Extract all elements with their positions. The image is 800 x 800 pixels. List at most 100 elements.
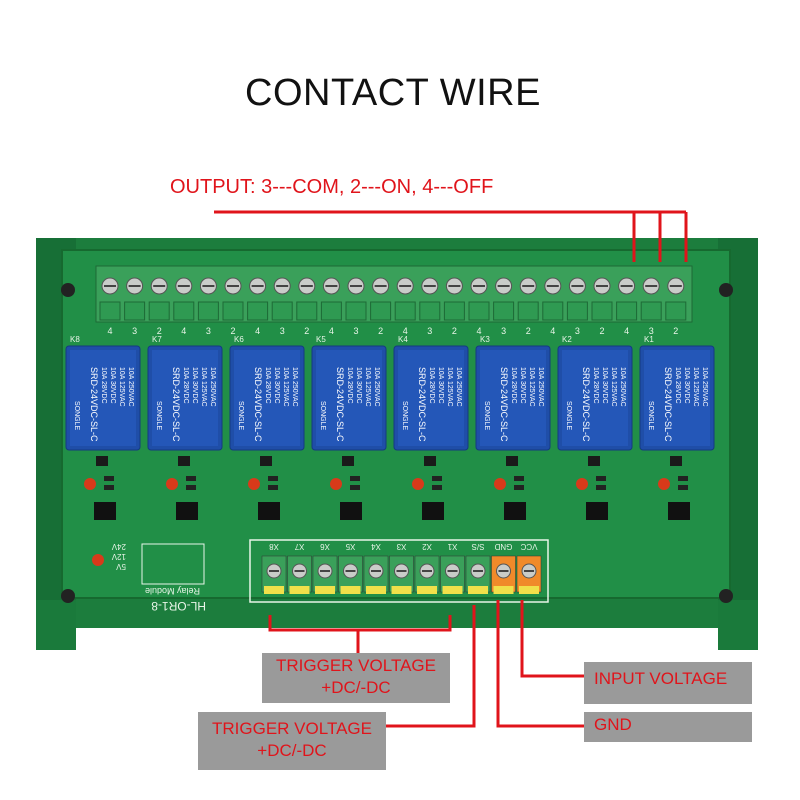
gnd-label: GND bbox=[594, 715, 632, 734]
relay-label: K6 bbox=[234, 335, 244, 344]
input-voltage-label: INPUT VOLTAGE bbox=[594, 669, 728, 688]
relay-model: SRD-24VDC-SL-C bbox=[417, 367, 427, 442]
page-title: CONTACT WIRE bbox=[245, 72, 541, 114]
pin-number: 2 bbox=[452, 326, 457, 336]
input-voltage-box: INPUT VOLTAGE bbox=[584, 662, 752, 704]
pin-number: 3 bbox=[132, 326, 137, 336]
pin-number: 2 bbox=[304, 326, 309, 336]
channel-led bbox=[412, 478, 424, 490]
relay-rating: 10A 28VDC bbox=[592, 367, 599, 404]
input-screw-terminal bbox=[287, 555, 312, 594]
relay-model: SRD-24VDC-SL-C bbox=[335, 367, 345, 442]
channel-led bbox=[248, 478, 260, 490]
pin-number: 4 bbox=[476, 326, 481, 336]
svg-text:12V: 12V bbox=[111, 552, 126, 561]
pin-number: 4 bbox=[550, 326, 555, 336]
relay-rating: 10A 250VAC bbox=[701, 367, 708, 407]
gnd-box: GND bbox=[584, 712, 752, 742]
input-label: X2 bbox=[422, 542, 432, 551]
svg-text:24V: 24V bbox=[111, 542, 126, 551]
relay-rating: 10A 250VAC bbox=[537, 367, 544, 407]
input-label: X5 bbox=[345, 542, 355, 551]
input-screw-terminal bbox=[414, 555, 440, 594]
output-screw-terminal bbox=[493, 277, 515, 321]
output-screw-terminal bbox=[173, 277, 195, 321]
output-screw-terminal bbox=[370, 277, 392, 321]
input-screw-terminal bbox=[338, 555, 363, 594]
relay-brand: SONGLE bbox=[73, 401, 80, 431]
pin-number: 3 bbox=[280, 326, 285, 336]
relay-model: SRD-24VDC-SL-C bbox=[581, 367, 591, 442]
pin-number: 4 bbox=[181, 326, 186, 336]
input-label: X7 bbox=[294, 542, 304, 551]
relay-rating: 10A 125VAC bbox=[528, 367, 535, 407]
relay-label: K8 bbox=[70, 335, 80, 344]
relay-rating: 10A 125VAC bbox=[364, 367, 371, 407]
output-screw-terminal bbox=[247, 277, 269, 321]
output-pinout-label: OUTPUT: 3---COM, 2---ON, 4---OFF bbox=[170, 176, 494, 198]
relay-rating: 10A 28VDC bbox=[100, 367, 107, 404]
channel-driver bbox=[412, 456, 444, 520]
optocoupler bbox=[504, 502, 526, 520]
input-label: X4 bbox=[371, 542, 381, 551]
relay-rating: 10A 28VDC bbox=[510, 367, 517, 404]
input-label: GND bbox=[494, 542, 512, 551]
relay-rating: 10A 30VDC bbox=[109, 367, 116, 404]
input-terminal-outline bbox=[249, 539, 549, 603]
pin-number: 4 bbox=[624, 326, 629, 336]
output-screw-terminal bbox=[124, 277, 146, 321]
mounting-holes bbox=[61, 283, 733, 603]
channel-driver bbox=[494, 456, 526, 520]
wiring-lines bbox=[214, 210, 688, 728]
relay-brand: SONGLE bbox=[155, 401, 162, 431]
channel-led bbox=[166, 478, 178, 490]
pin-number: 4 bbox=[107, 326, 112, 336]
power-screw-terminal bbox=[516, 555, 542, 594]
channel-driver bbox=[84, 456, 116, 520]
output-screw-terminal bbox=[616, 277, 638, 321]
output-screw-terminal bbox=[640, 277, 662, 321]
optocoupler bbox=[94, 502, 116, 520]
relay-model: SRD-24VDC-SL-C bbox=[253, 367, 263, 442]
pin-number: 2 bbox=[526, 326, 531, 336]
relay-rating: 10A 28VDC bbox=[182, 367, 189, 404]
relay-rating: 10A 125VAC bbox=[200, 367, 207, 407]
pin-number: 4 bbox=[403, 326, 408, 336]
relay-brand: SONGLE bbox=[483, 401, 490, 431]
optocoupler bbox=[176, 502, 198, 520]
trigger-voltage-2-line2: +DC/-DC bbox=[257, 741, 327, 760]
pin-number: 3 bbox=[206, 326, 211, 336]
output-screw-terminal bbox=[345, 277, 367, 321]
trigger-voltage-2-line1: TRIGGER VOLTAGE bbox=[212, 719, 372, 738]
input-label: X8 bbox=[269, 542, 279, 551]
relay-rating: 10A 250VAC bbox=[291, 367, 298, 407]
channel-driver bbox=[166, 456, 198, 520]
pin-number: 2 bbox=[599, 326, 604, 336]
relay-rating: 10A 125VAC bbox=[610, 367, 617, 407]
optocoupler bbox=[668, 502, 690, 520]
input-screw-terminal bbox=[465, 555, 491, 594]
relay-model: SRD-24VDC-SL-C bbox=[171, 367, 181, 442]
relay-rating: 10A 30VDC bbox=[273, 367, 280, 404]
relay-label: K1 bbox=[644, 335, 654, 344]
optocoupler bbox=[586, 502, 608, 520]
channel-driver bbox=[576, 456, 608, 520]
com-box bbox=[141, 543, 205, 585]
output-screw-terminal bbox=[566, 277, 588, 321]
trigger-voltage-box-1: TRIGGER VOLTAGE +DC/-DC bbox=[262, 653, 450, 703]
channel-driver bbox=[248, 456, 280, 520]
input-label: X3 bbox=[396, 542, 406, 551]
relay-brand: SONGLE bbox=[401, 401, 408, 431]
trigger-voltage-box-2: TRIGGER VOLTAGE +DC/-DC bbox=[198, 712, 386, 770]
output-screw-terminal bbox=[542, 277, 564, 321]
relay-rating: 10A 30VDC bbox=[683, 367, 690, 404]
input-screw-terminal bbox=[363, 555, 389, 594]
pin-number: 4 bbox=[255, 326, 260, 336]
relay-brand: SONGLE bbox=[237, 401, 244, 431]
input-label: X6 bbox=[320, 542, 330, 551]
relay-rating: 10A 250VAC bbox=[209, 367, 216, 407]
